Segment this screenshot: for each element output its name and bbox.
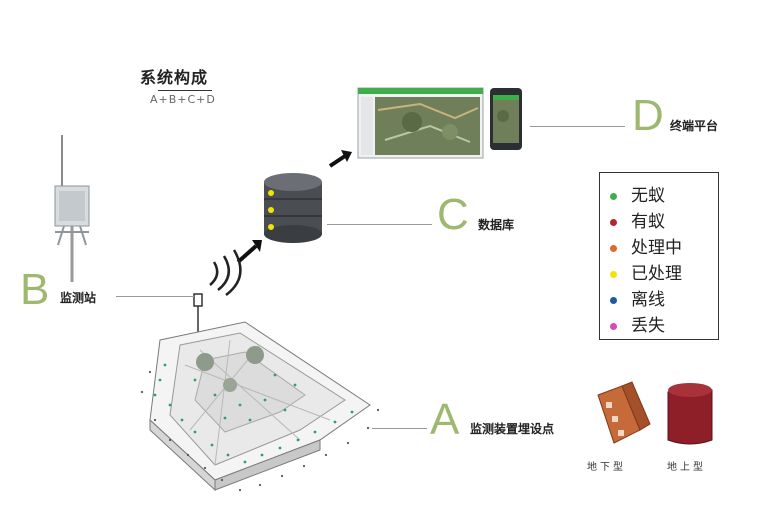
legend-dot-icon bbox=[610, 192, 617, 200]
label-a-text: 监测装置埋设点 bbox=[470, 422, 555, 436]
title-underline bbox=[158, 90, 212, 91]
legend-label: 已处理 bbox=[631, 264, 682, 284]
aboveground-device-icon bbox=[667, 383, 713, 445]
legend-label: 离线 bbox=[631, 290, 665, 310]
legend-item: 处理中 bbox=[610, 233, 682, 258]
legend-label: 丢失 bbox=[631, 316, 665, 336]
legend-item: 有蚁 bbox=[610, 207, 665, 232]
arrow-up-to-database-icon bbox=[236, 240, 262, 264]
courtyard-building-icon bbox=[140, 321, 380, 492]
desktop-screen-icon bbox=[357, 87, 484, 159]
legend-item: 离线 bbox=[610, 285, 665, 310]
label-a-letter: A bbox=[430, 395, 460, 444]
label-b-letter: B bbox=[20, 265, 50, 314]
legend-dot-icon bbox=[610, 244, 617, 252]
legend-dot-icon bbox=[610, 322, 617, 330]
diagram-title: 系统构成 bbox=[140, 68, 209, 87]
underground-device-label: 地下型 bbox=[587, 462, 626, 473]
arrow-up-to-terminal-icon bbox=[328, 150, 352, 168]
label-b-text: 监测站 bbox=[60, 291, 97, 305]
phone-icon bbox=[490, 88, 522, 150]
leader-line-b bbox=[116, 296, 194, 297]
leader-line-c bbox=[327, 224, 432, 225]
leader-line-d bbox=[530, 126, 625, 127]
legend-label: 无蚁 bbox=[631, 186, 665, 206]
monitoring-station-icon bbox=[54, 135, 90, 282]
diagram-subtitle: A+B+C+D bbox=[150, 93, 216, 106]
legend-item: 无蚁 bbox=[610, 181, 665, 206]
legend-item: 已处理 bbox=[610, 259, 682, 284]
legend-item: 丢失 bbox=[610, 311, 665, 336]
leader-line-a bbox=[372, 428, 427, 429]
label-d-letter: D bbox=[632, 91, 664, 140]
legend-label: 处理中 bbox=[631, 238, 682, 258]
label-d-text: 终端平台 bbox=[670, 119, 719, 133]
database-icon bbox=[264, 173, 322, 243]
legend-dot-icon bbox=[610, 296, 617, 304]
legend-label: 有蚁 bbox=[631, 212, 665, 232]
aboveground-device-label: 地上型 bbox=[667, 462, 706, 473]
status-legend: 无蚁 有蚁 处理中 已处理 离线 丢失 bbox=[599, 172, 719, 340]
legend-dot-icon bbox=[610, 270, 617, 278]
label-c-text: 数据库 bbox=[478, 218, 515, 232]
underground-device-icon bbox=[597, 381, 651, 444]
label-c-letter: C bbox=[437, 190, 469, 239]
wireless-signal-icon bbox=[209, 249, 242, 296]
legend-dot-icon bbox=[610, 218, 617, 226]
